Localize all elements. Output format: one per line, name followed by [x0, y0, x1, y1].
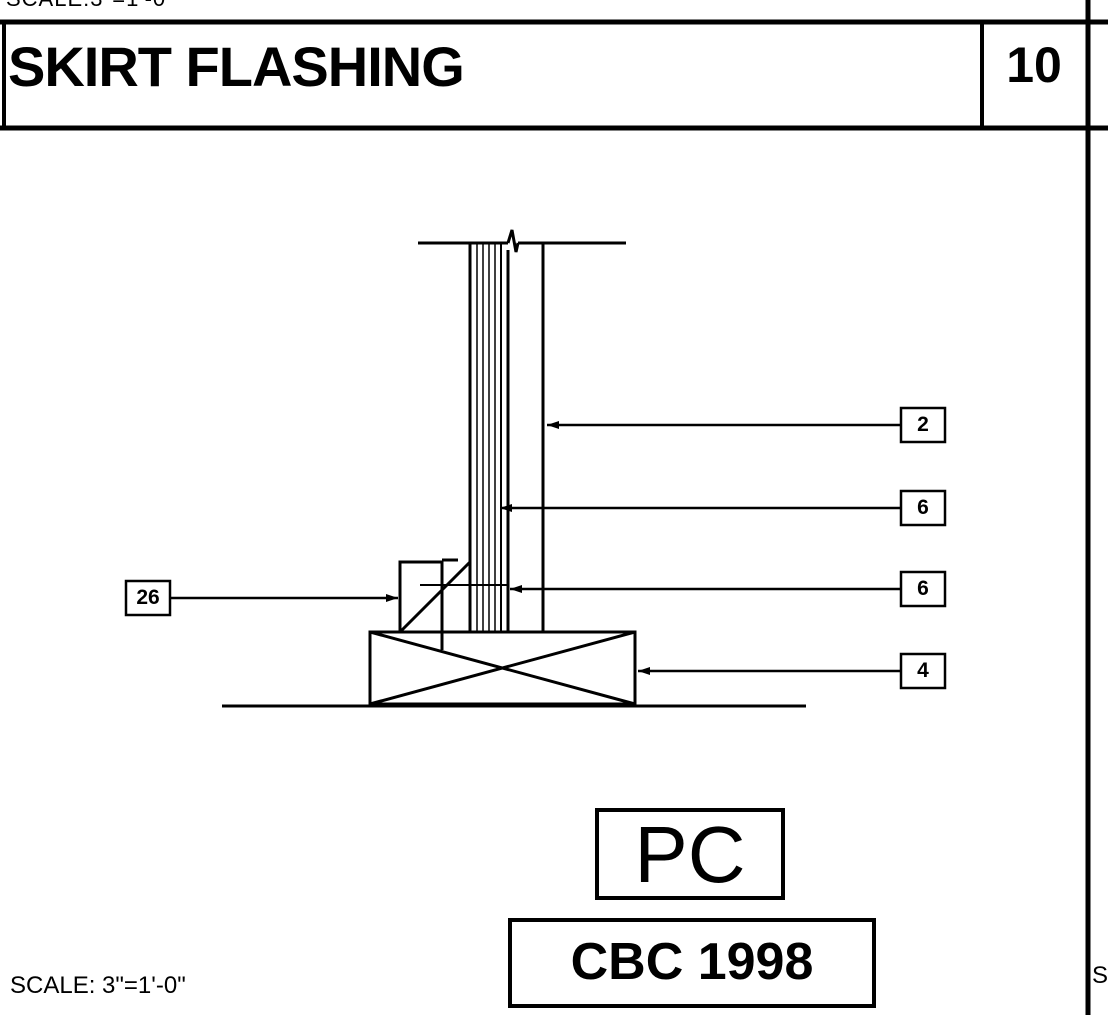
callout-box-6-upper: [899, 489, 947, 527]
callout-label-26: 26: [136, 586, 160, 609]
cbc-1998-stamp: CBC 1998: [508, 918, 876, 1008]
leader-lines: [170, 421, 901, 675]
callout-label-4: 4: [917, 659, 929, 682]
callout-box-26: [124, 579, 172, 617]
detail-title: SKIRT FLASHING: [8, 35, 465, 98]
callout-label-6-upper: 6: [917, 496, 929, 519]
callout-label-6-lower: 6: [917, 577, 929, 600]
sill-plate: [368, 630, 637, 706]
scale-note-bottom: SCALE: 3"=1'-0": [10, 972, 186, 999]
wall-section: [418, 229, 626, 632]
callout-box-4: [899, 652, 947, 690]
callout-box-2: [899, 406, 947, 444]
scale-note-top: SCALE:3"=1'-0": [6, 0, 175, 12]
callout-box-6-lower: [899, 570, 947, 608]
callout-label-2: 2: [917, 413, 929, 436]
pc-stamp: PC: [595, 808, 785, 900]
skirt-flashing-block: [398, 558, 508, 650]
detail-number: 10: [1006, 37, 1062, 93]
edge-letter: S: [1092, 962, 1108, 989]
